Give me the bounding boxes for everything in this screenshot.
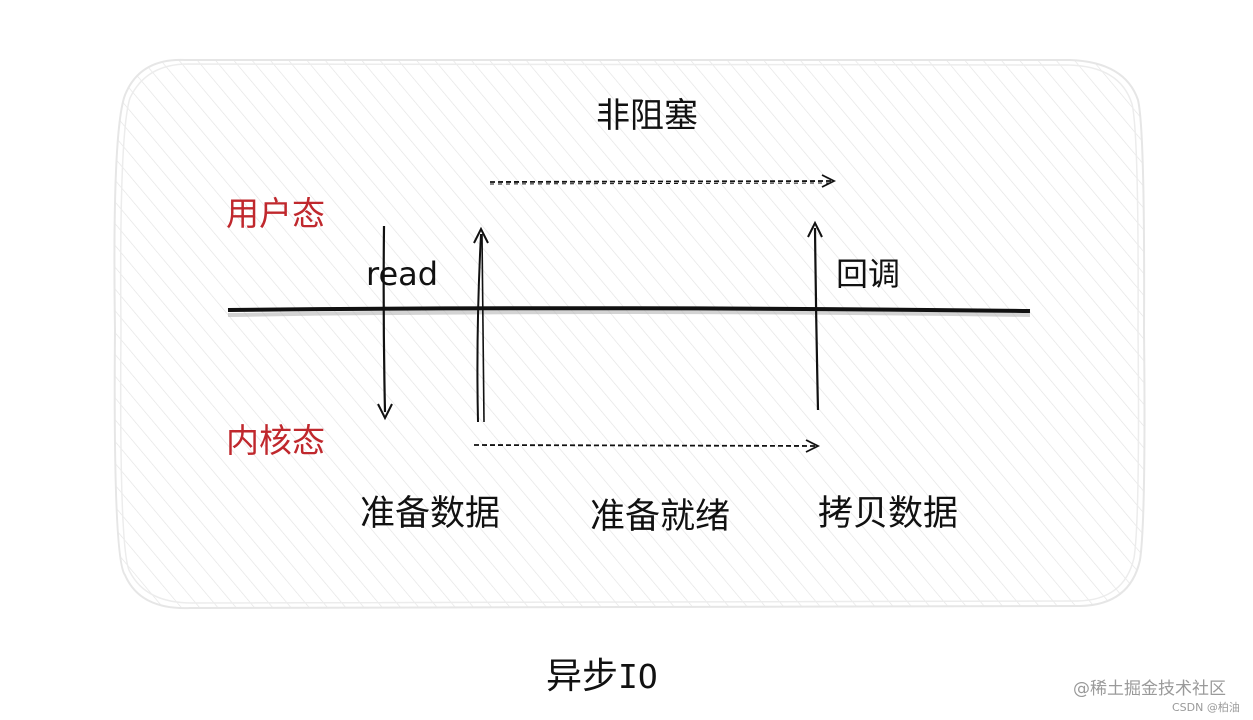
callback-up-arrow bbox=[807, 220, 823, 411]
phase-copy-data: 拷贝数据 bbox=[818, 494, 959, 534]
diagram-caption: 异步IO bbox=[546, 659, 658, 695]
caption-main: 异步 bbox=[546, 656, 619, 697]
read-down-arrow bbox=[377, 225, 393, 421]
kernel-space-label: 内核态 bbox=[226, 421, 325, 460]
kernel-dashed-arrow bbox=[473, 439, 821, 453]
read-call-label: read bbox=[366, 255, 439, 293]
nonblocking-dashed-arrow bbox=[489, 174, 837, 188]
phase-data-ready: 准备就绪 bbox=[590, 497, 731, 537]
user-space-label: 用户态 bbox=[226, 194, 325, 233]
caption-io: IO bbox=[618, 657, 658, 696]
watermark-csdn: CSDN @柏油 bbox=[1172, 701, 1240, 714]
read-return-arrow bbox=[473, 226, 489, 423]
watermark-juejin: @稀土掘金技术社区 bbox=[1073, 679, 1226, 699]
boundary-line bbox=[227, 306, 1031, 317]
callback-label: 回调 bbox=[836, 255, 901, 293]
phase-prepare-data: 准备数据 bbox=[360, 494, 501, 534]
container-box bbox=[113, 58, 1146, 610]
nonblocking-title: 非阻塞 bbox=[596, 96, 698, 136]
